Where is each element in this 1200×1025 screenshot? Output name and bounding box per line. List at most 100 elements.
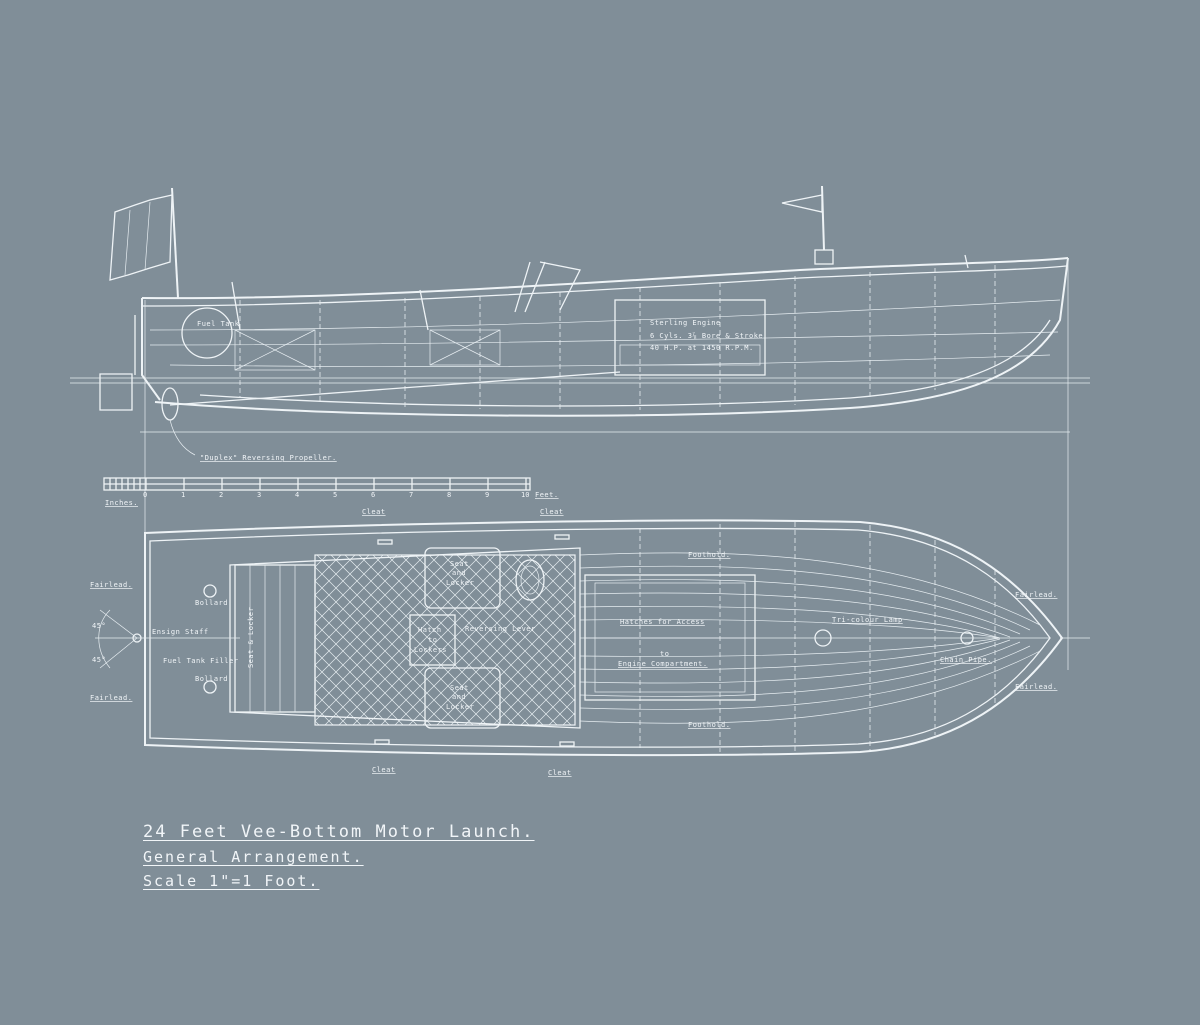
scale-tick-0: 0	[143, 491, 147, 499]
mid-seat-back	[419, 289, 429, 331]
frames	[239, 265, 996, 410]
engine-block	[614, 299, 766, 376]
hatches-label-2: to	[660, 650, 669, 658]
bow-cleat-side	[964, 254, 969, 269]
steering-wheel-inner	[520, 565, 540, 595]
sheer-line	[141, 257, 1069, 300]
aft-seat-back	[231, 281, 241, 331]
seat-locker-bottom-label-2: and	[452, 693, 466, 701]
title-block: 24 Feet Vee-Bottom Motor Launch. General…	[143, 822, 535, 896]
angle-top-label: 45°	[92, 622, 106, 630]
scale-tick-2: 2	[219, 491, 223, 499]
seat-locker-bottom	[424, 667, 501, 729]
angle-line-bottom	[99, 637, 138, 669]
hatch-label-1: Hatch	[418, 626, 442, 634]
angle-line-top	[99, 609, 138, 639]
propeller-shaft	[169, 371, 621, 406]
fairlead-bow-bottom-label: Fairlead.	[1015, 683, 1057, 691]
seat-locker-top-label-3: Locker	[446, 579, 474, 587]
seat-locker-bottom-label-3: Locker	[446, 703, 474, 711]
cleat-top-right-label: Cleat	[540, 508, 564, 516]
foothold-top-label: Foothold.	[688, 551, 730, 559]
bollard-top	[203, 584, 217, 598]
scale-bar-divisions	[109, 478, 527, 490]
cleat-bottom-left-label: Cleat	[372, 766, 396, 774]
side-elevation: Fuel Tank Sterling Engine 6 Cyls. 3⅞ Bor…	[70, 185, 1090, 462]
engine-hatch-inner	[594, 582, 746, 693]
tri-colour-lamp-label: Tri-colour Lamp	[832, 616, 903, 624]
fairlead-stern-top-label: Fairlead.	[90, 581, 132, 589]
seat-locker-top	[424, 547, 501, 609]
drawing-scale: Scale 1"=1 Foot.	[143, 872, 320, 890]
angle-bottom-label: 45°	[92, 656, 106, 664]
engine-hatch-frame	[584, 574, 756, 701]
ensign-staff	[171, 187, 179, 299]
scale-tick-8: 8	[447, 491, 451, 499]
stringer-upper	[149, 299, 1061, 331]
plan-view: Cleat Cleat Cleat Cleat Foothold. Footho…	[90, 508, 1090, 777]
drawing-subtitle: General Arrangement.	[143, 848, 364, 866]
aft-seat-slats	[249, 565, 296, 712]
drawing-title: 24 Feet Vee-Bottom Motor Launch.	[143, 822, 535, 842]
transom	[141, 298, 161, 401]
hatches-label-3: Engine Compartment.	[618, 660, 708, 668]
ensign-flag	[109, 194, 173, 281]
engine-base	[619, 344, 761, 366]
cleat-bottom-right-label: Cleat	[548, 769, 572, 777]
propeller-leader	[169, 419, 196, 456]
stringer-mid	[149, 331, 1059, 346]
cleat-top-left-label: Cleat	[362, 508, 386, 516]
fuel-tank-circle	[181, 307, 233, 359]
engine-label-3: 40 H.P. at 1450 R.P.M.	[650, 344, 754, 352]
scale-inches-label: Inches.	[105, 499, 138, 507]
mid-seat	[429, 329, 501, 366]
engine-label-2: 6 Cyls. 3⅞ Bore & Stroke	[650, 332, 763, 340]
seat-locker-bottom-label-1: Seat	[450, 684, 469, 692]
scale-tick-5: 5	[333, 491, 337, 499]
scale-bar: 0 1 2 3 4 5 6 7 8 9 10 Feet. Inches.	[103, 477, 559, 507]
scale-tick-10: 10	[521, 491, 529, 499]
hatches-label-1: Hatches for Access	[620, 618, 705, 626]
steering-wheel	[515, 559, 545, 601]
scale-tick-6: 6	[371, 491, 375, 499]
chain-pipe-label: Chain Pipe.	[940, 656, 992, 664]
cockpit-floor	[314, 554, 576, 726]
scale-tick-9: 9	[485, 491, 489, 499]
cleat-top-left	[377, 539, 393, 545]
fairlead-stern-bottom-label: Fairlead.	[90, 694, 132, 702]
aft-seat-plan	[234, 564, 316, 713]
hatch-label-2: to	[428, 636, 437, 644]
seat-locker-top-label-1: Seat	[450, 560, 469, 568]
bollard-bottom	[203, 680, 217, 694]
bollard-bottom-label: Bollard	[195, 675, 228, 683]
keel-line	[154, 257, 1069, 417]
gunwale-line	[141, 265, 1067, 307]
cockpit-coaming	[229, 547, 581, 729]
scale-feet-label: Feet.	[535, 491, 559, 499]
tri-colour-lamp-plan	[814, 629, 832, 647]
chain-pipe-circle	[960, 631, 974, 645]
scale-tick-3: 3	[257, 491, 261, 499]
hatch-to-lockers	[409, 614, 456, 666]
cleat-bottom-right	[559, 741, 575, 747]
foothold-bottom-label: Foothold.	[688, 721, 730, 729]
reversing-lever-label: Reversing Lever	[465, 625, 536, 633]
scale-tick-4: 4	[295, 491, 299, 499]
stringer-lower	[169, 354, 1051, 367]
rudder	[99, 373, 133, 411]
bollard-top-label: Bollard	[195, 599, 228, 607]
hatch-label-3: Lockers	[414, 646, 447, 654]
ensign-staff-label: Ensign Staff	[152, 628, 209, 636]
cleat-bottom-left	[374, 739, 390, 745]
fuel-tank-label-1: Fuel Tank	[197, 320, 240, 328]
cleat-top-right	[554, 534, 570, 540]
engine-label-1: Sterling Engine	[650, 319, 721, 327]
scale-tick-7: 7	[409, 491, 413, 499]
windshield	[514, 261, 581, 313]
bow-pennant	[781, 194, 823, 213]
propeller-label: "Duplex" Reversing Propeller.	[200, 454, 337, 462]
fairlead-bow-top-label: Fairlead.	[1015, 591, 1057, 599]
scale-tick-1: 1	[181, 491, 185, 499]
